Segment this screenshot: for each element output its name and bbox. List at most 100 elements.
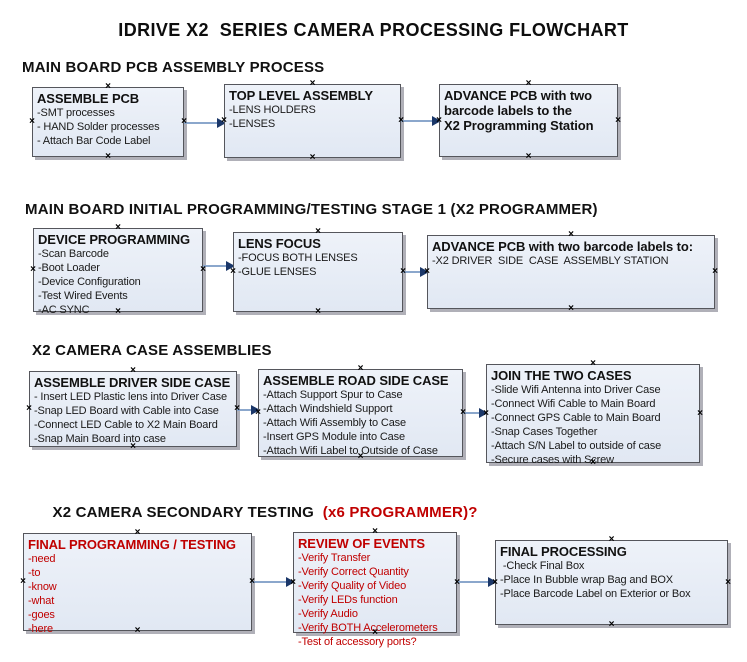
- connection-point-icon: ×: [615, 114, 621, 126]
- connector-arrow: [403, 267, 429, 277]
- box-line: -AC SYNC: [38, 304, 90, 316]
- connection-point-icon: ×: [460, 407, 466, 418]
- box-line: -Verify Transfer: [298, 552, 371, 564]
- box-lines: - Insert LED Plastic lens into Driver Ca…: [34, 390, 236, 446]
- box-line: -Verify Correct Quantity: [298, 566, 409, 578]
- box-device-programming: DEVICE PROGRAMMING -Scan Barcode -Boot Lo…: [30, 223, 206, 317]
- connection-point-icon: ×: [483, 407, 489, 419]
- section-heading-case-assemblies: X2 CAMERA CASE ASSEMBLIES: [32, 342, 272, 359]
- connection-point-icon: ×: [372, 627, 378, 638]
- box-line: -Test Wired Events: [38, 290, 128, 302]
- box-line: -goes: [28, 609, 55, 621]
- connection-point-icon: ×: [115, 222, 121, 233]
- connection-point-icon: ×: [130, 365, 136, 376]
- box-assemble-road-side-case: ASSEMBLE ROAD SIDE CASE -Attach Support …: [255, 364, 466, 462]
- box-title: FINAL PROGRAMMING / TESTING: [28, 537, 236, 552]
- connection-point-icon: ×: [590, 358, 596, 369]
- box-join-the-two-cases: JOIN THE TWO CASES -Slide Wifi Antenna i…: [483, 359, 703, 468]
- box-line: -Place Barcode Label on Exterior or Box: [500, 588, 691, 600]
- connection-point-icon: ×: [249, 576, 255, 587]
- section-heading-initial-programming: MAIN BOARD INITIAL PROGRAMMING/TESTING S…: [25, 201, 598, 218]
- box-final-processing: FINAL PROCESSING -Check Final Box -Place …: [492, 535, 731, 630]
- box-lines: -Check Final Box -Place In Bubble wrap Ba…: [500, 559, 727, 601]
- box-line: -Snap LED Board with Cable into Case: [34, 405, 219, 417]
- connection-point-icon: ×: [400, 266, 406, 277]
- box-line: -Verify Quality of Video: [298, 580, 407, 592]
- box-line: -Connect GPS Cable to Main Board: [491, 412, 661, 424]
- connection-point-icon: ×: [105, 81, 111, 92]
- box-title: REVIEW OF EVENTS: [298, 536, 425, 551]
- connection-point-icon: ×: [221, 115, 227, 126]
- box-top-level-assembly: TOP LEVEL ASSEMBLY -LENS HOLDERS-LENSES …: [221, 79, 404, 163]
- box-line: -Scan Barcode: [38, 248, 109, 260]
- connection-point-icon: ×: [398, 115, 404, 126]
- box-title: DEVICE PROGRAMMING: [38, 232, 191, 247]
- box-line: -LENSES: [229, 118, 276, 130]
- box-lines: -need-to-know-what-goes-here: [28, 552, 251, 636]
- box-line: -need: [28, 553, 56, 565]
- connector-arrow: [237, 405, 260, 415]
- connection-point-icon: ×: [568, 303, 574, 314]
- box-line: -Insert GPS Module into Case: [263, 431, 405, 443]
- box-line: -GLUE LENSES: [238, 266, 317, 278]
- box-line: -Attach Wifi Assembly to Case: [263, 417, 406, 429]
- box-line: -FOCUS BOTH LENSES: [238, 252, 358, 264]
- connection-point-icon: ×: [230, 266, 236, 277]
- section-heading-secondary-testing: X2 CAMERA SECONDARY TESTING (x6 PROGRAMM…: [35, 487, 478, 538]
- box-line: -what: [28, 595, 55, 607]
- connection-point-icon: ×: [315, 226, 321, 237]
- box-lines: -Slide Wifi Antenna into Driver Case -Con…: [491, 383, 699, 467]
- connection-point-icon: ×: [608, 534, 615, 545]
- box-title: TOP LEVEL ASSEMBLY: [229, 88, 373, 103]
- section-heading-main-board-pcb: MAIN BOARD PCB ASSEMBLY PROCESS: [22, 59, 325, 76]
- box-line: -Slide Wifi Antenna into Driver Case: [491, 384, 661, 396]
- box-lines: -LENS HOLDERS-LENSES: [229, 103, 400, 131]
- section-heading-secondary-testing-black: X2 CAMERA SECONDARY TESTING: [52, 504, 319, 521]
- connection-point-icon: ×: [608, 619, 615, 630]
- connection-point-icon: ×: [424, 266, 430, 277]
- box-line: - Insert LED Plastic lens into Driver Ca…: [34, 391, 227, 403]
- connector-arrow: [252, 577, 295, 587]
- page-title: IDRIVE X2 SERIES CAMERA PROCESSING FLOWC…: [118, 20, 629, 40]
- box-line: -here: [28, 623, 53, 635]
- box-title: JOIN THE TWO CASES: [491, 368, 632, 383]
- box-line: -Check Final Box: [500, 560, 585, 572]
- connection-point-icon: ×: [309, 78, 316, 89]
- connection-point-icon: ×: [357, 363, 364, 374]
- box-title: ASSEMBLE DRIVER SIDE CASE: [34, 375, 231, 390]
- connection-point-icon: ×: [234, 403, 240, 414]
- box-line: -Place In Bubble wrap Bag and BOX: [500, 574, 673, 586]
- connection-point-icon: ×: [29, 116, 35, 127]
- box-lines: -Attach Support Spur to Case-Attach Wind…: [263, 388, 462, 458]
- section-heading-secondary-testing-red: (x6 PROGRAMMER)?: [318, 504, 478, 521]
- box-advance-pcb-driver-side: ADVANCE PCB with two barcode labels to: …: [424, 230, 718, 314]
- connection-point-icon: ×: [115, 306, 121, 317]
- connection-point-icon: ×: [255, 407, 261, 418]
- connection-point-icon: ×: [357, 451, 364, 462]
- connection-point-icon: ×: [130, 441, 136, 452]
- box-line: -Connect Wifi Cable to Main Board: [491, 398, 656, 410]
- connection-point-icon: ×: [492, 576, 498, 588]
- connector-arrow: [401, 116, 441, 126]
- connection-point-icon: ×: [200, 264, 206, 275]
- connector-arrow: [203, 261, 235, 271]
- connection-point-icon: ×: [20, 576, 26, 587]
- box-title: FINAL PROCESSING: [500, 544, 627, 559]
- box-lines: -FOCUS BOTH LENSES -GLUE LENSES: [238, 251, 402, 279]
- box-line: -to: [28, 567, 41, 579]
- box-line: -Attach Windshield Support: [263, 403, 393, 415]
- box-title: ASSEMBLE ROAD SIDE CASE: [263, 373, 449, 388]
- box-line: - HAND Solder processes: [37, 121, 160, 133]
- connection-point-icon: ×: [30, 264, 36, 275]
- box-title: ADVANCE PCB with two barcode labels to t…: [444, 88, 594, 133]
- box-review-of-events: REVIEW OF EVENTS -Verify Transfer -Verify…: [290, 527, 460, 649]
- box-lines: -X2 DRIVER SIDE CASE ASSEMBLY STATION: [432, 254, 714, 268]
- box-title: ASSEMBLE PCB: [37, 91, 140, 106]
- box-line: -Boot Loader: [38, 262, 100, 274]
- box-lens-focus: LENS FOCUS -FOCUS BOTH LENSES-GLUE LENSE…: [230, 227, 406, 317]
- box-line: - Attach Bar Code Label: [37, 135, 151, 147]
- box-line: -Device Configuration: [38, 276, 141, 288]
- connection-point-icon: ×: [290, 576, 296, 588]
- box-assemble-driver-side-case: ASSEMBLE DRIVER SIDE CASE - Insert LED P…: [26, 366, 240, 452]
